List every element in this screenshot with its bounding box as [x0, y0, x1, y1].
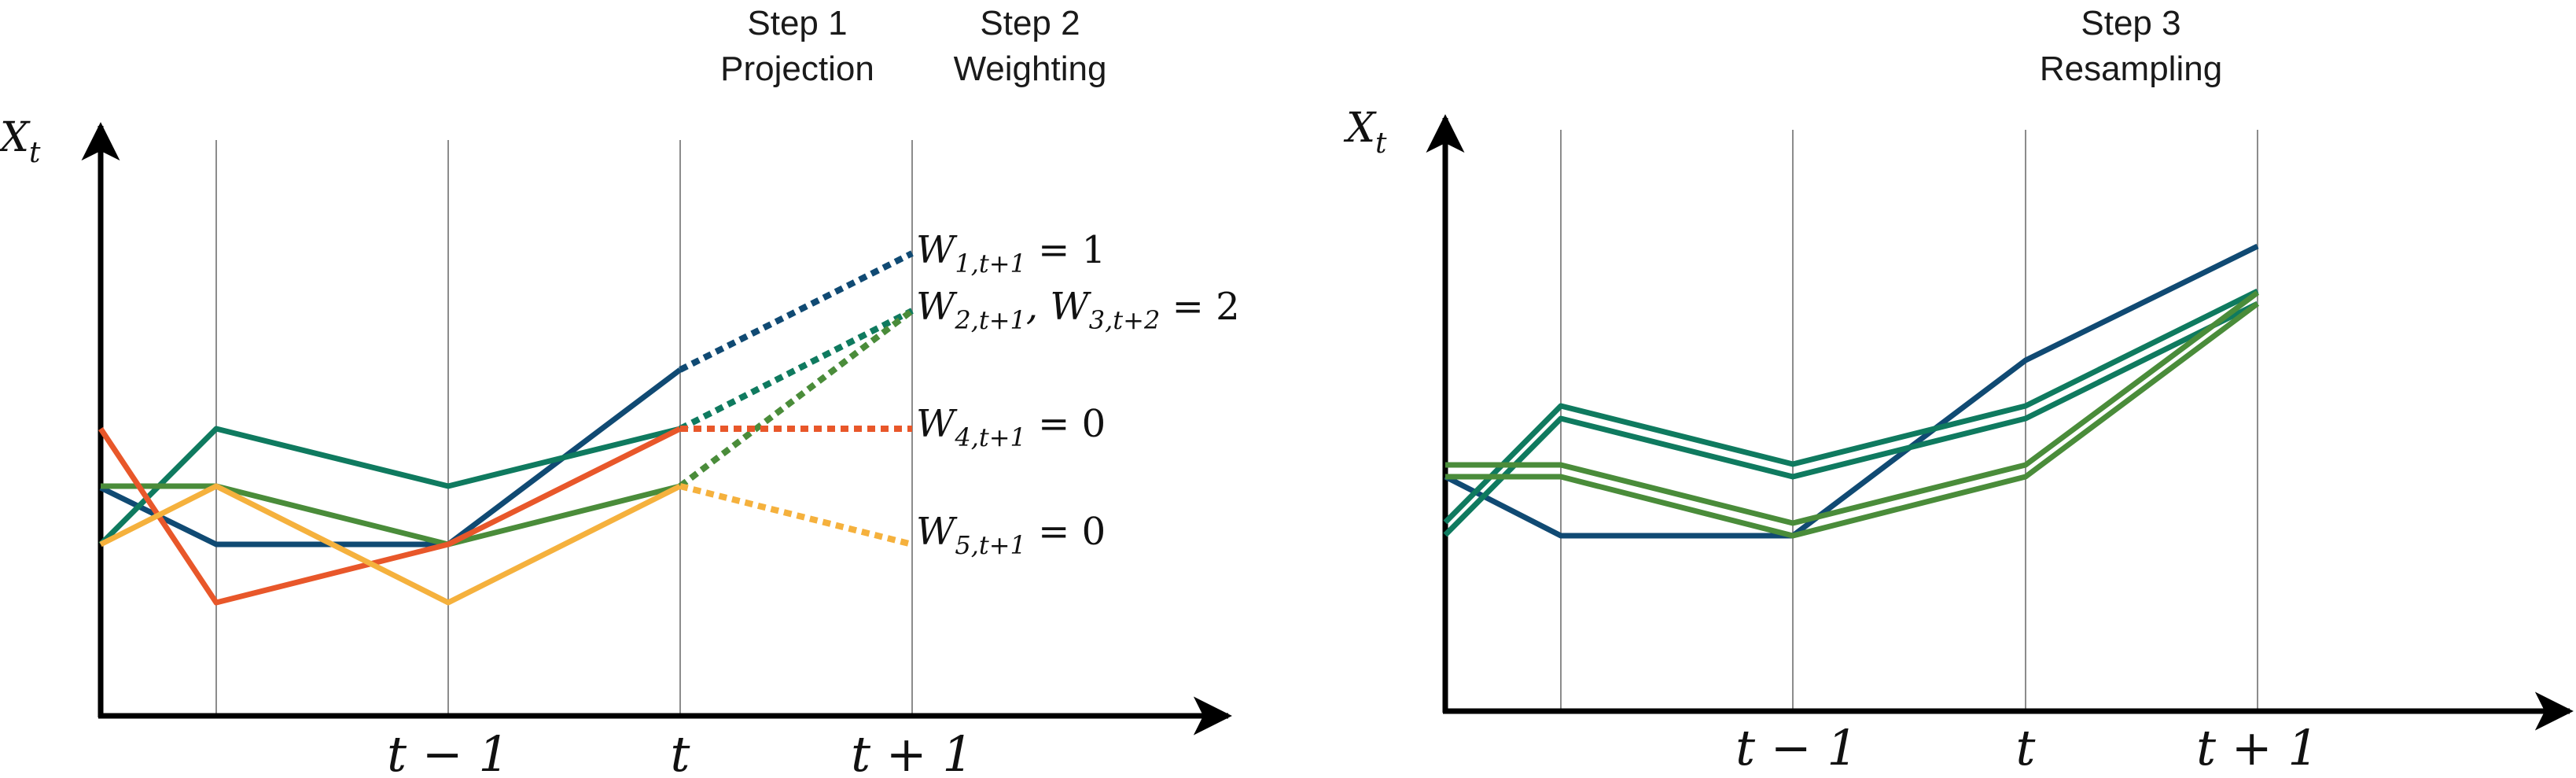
left-line-green — [101, 483, 681, 548]
weight-label-1: W1,t+1 = 1 — [916, 228, 1106, 278]
left-y-axis-label: Xt — [0, 114, 41, 169]
step-1-subtitle: Projection — [720, 50, 874, 88]
step-3-subtitle: Resampling — [2040, 50, 2222, 88]
step-2-subtitle: Weighting — [954, 50, 1107, 88]
weight-label-4: W5,t+1 = 0 — [916, 510, 1106, 560]
left-panel: Xt t − 1 t t + 1 Step 1 Projection Step … — [0, 4, 1240, 778]
left-tick-t-minus-1: t − 1 — [387, 725, 510, 778]
right-panel: Xt t − 1 t t + 1 Step 3 Resampling — [1343, 4, 2574, 776]
left-line-yellow — [99, 483, 682, 606]
projection-yellow — [679, 483, 913, 548]
right-tick-t-minus-1: t − 1 — [1735, 719, 1858, 776]
right-tick-t: t — [2016, 719, 2036, 776]
right-tick-t-plus-1: t + 1 — [2196, 719, 2319, 776]
right-line-navy — [1444, 243, 2259, 539]
right-series — [1443, 243, 2260, 539]
projection-navy — [679, 250, 914, 373]
step-3-title: Step 3 — [2081, 4, 2180, 42]
projection-green — [678, 308, 914, 489]
left-tick-t: t — [671, 725, 690, 778]
weight-label-3: W4,t+1 = 0 — [916, 402, 1106, 452]
step-1-title: Step 1 — [747, 4, 847, 42]
right-line-green-a — [1445, 301, 2260, 539]
projection-teal — [679, 308, 914, 432]
left-y-axis-label-sub: t — [29, 137, 41, 169]
right-line-teal-b — [1443, 288, 2259, 525]
left-tick-t-plus-1: t + 1 — [851, 725, 973, 778]
right-line-green-b — [1445, 290, 2260, 526]
weight-label-2: W2,t+1, W3,t+2 = 2 — [916, 285, 1240, 335]
right-y-axis-label: Xt — [1343, 105, 1387, 160]
left-y-axis-label-main: X — [0, 114, 31, 161]
right-line-teal-a — [1443, 301, 2259, 537]
left-series — [98, 367, 683, 606]
left-projections — [678, 250, 914, 548]
step-2-title: Step 2 — [980, 4, 1080, 42]
